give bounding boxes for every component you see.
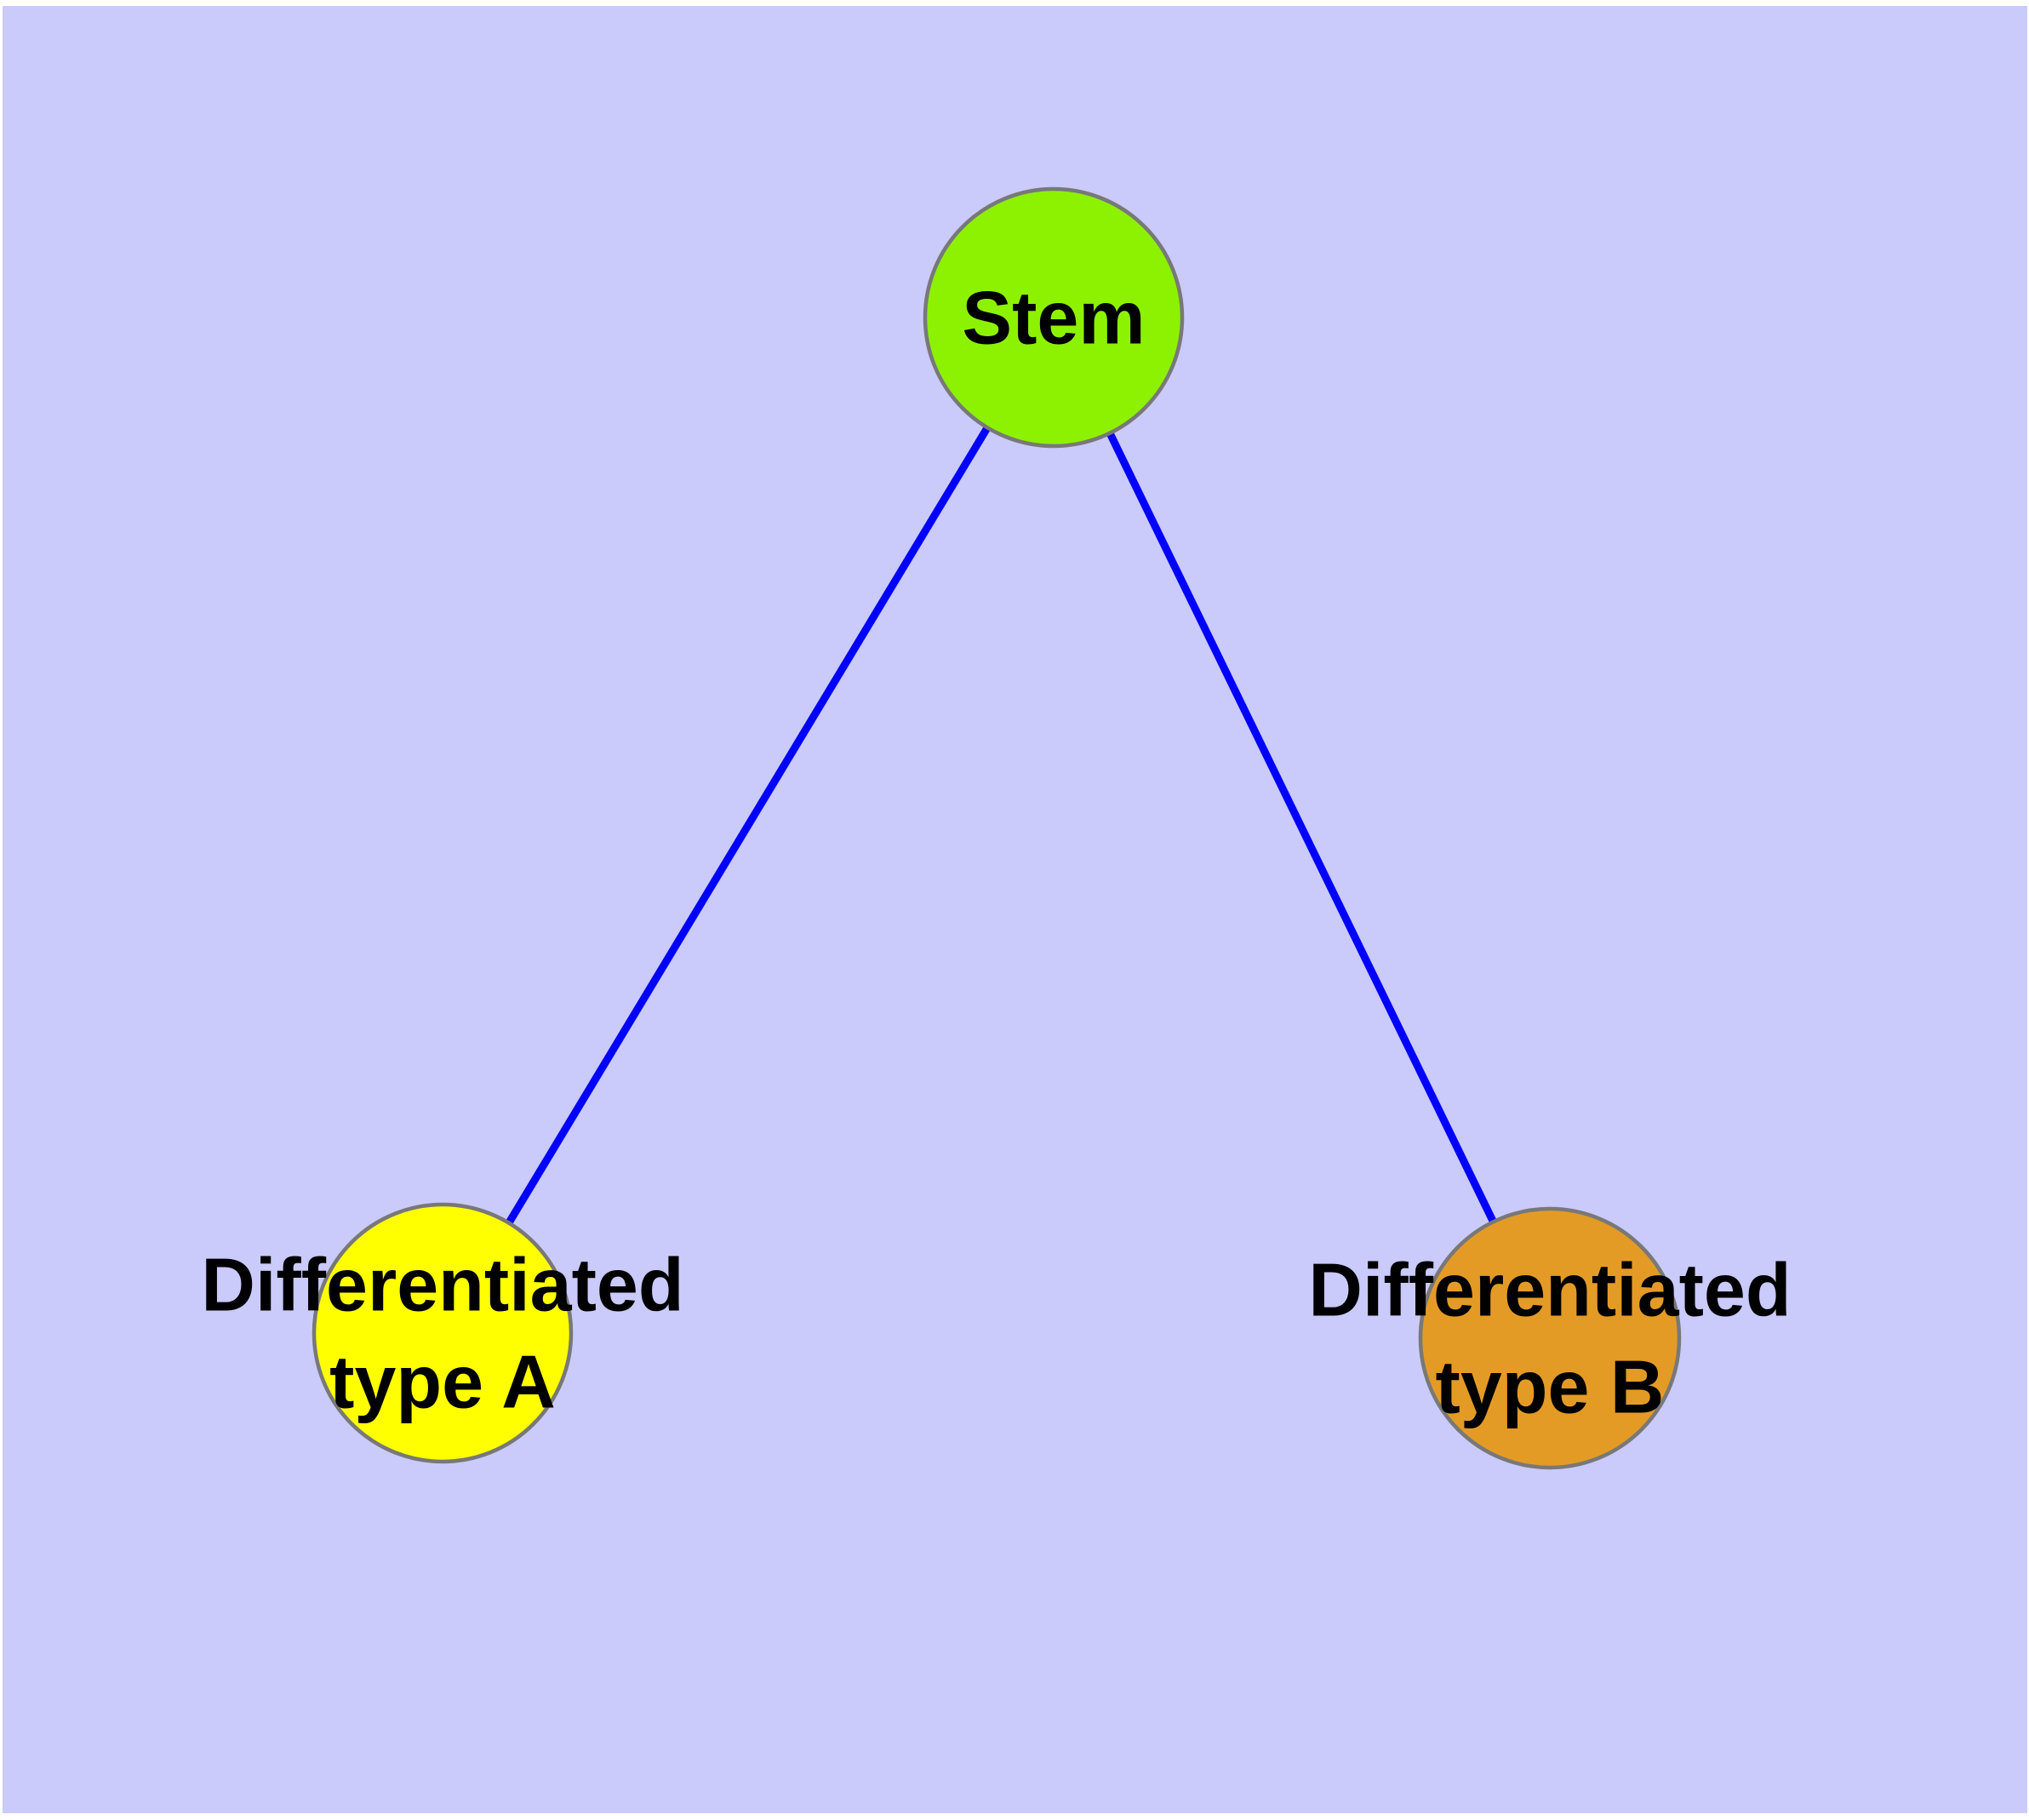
node-label-diff-a-line1: Differentiated	[201, 1243, 683, 1327]
nodes-layer	[311, 186, 1682, 1470]
edges-layer	[439, 315, 1554, 1340]
node-label-diff-a-line2: type A	[329, 1340, 556, 1424]
node-circle-diff-b	[1418, 1206, 1682, 1470]
edge-stem-diff-b	[1049, 316, 1554, 1340]
node-circle-diff-a	[311, 1202, 574, 1464]
node-label-diff-b-line1: Differentiated	[1308, 1248, 1791, 1332]
node-label-diff-b-line2: type B	[1436, 1345, 1665, 1429]
node-circle-stem	[923, 186, 1185, 449]
node-label-stem-line1: Stem	[962, 276, 1145, 360]
edge-stem-diff-a	[439, 315, 1057, 1336]
